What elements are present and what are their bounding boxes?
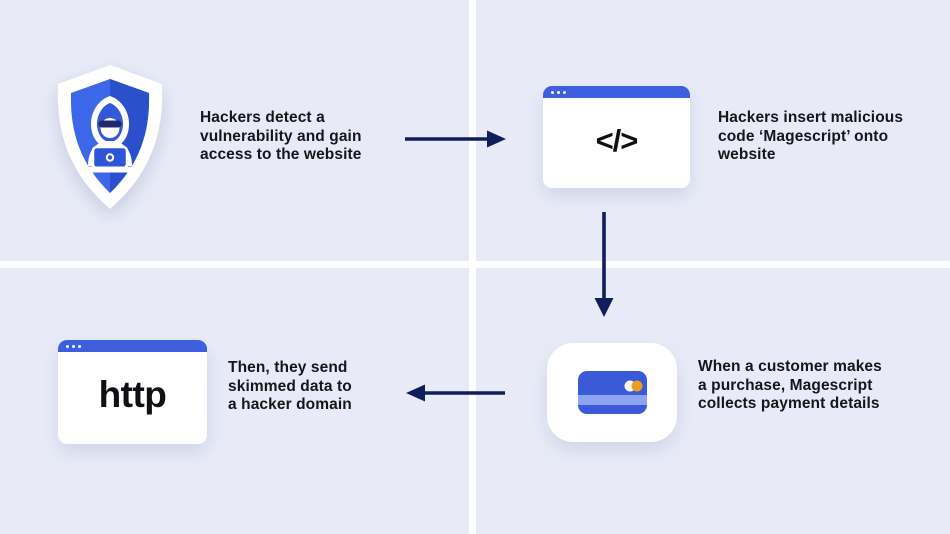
browser-body: http xyxy=(58,352,207,444)
http-browser-icon: http xyxy=(58,340,207,444)
credit-card-icon xyxy=(547,343,677,442)
arrow-down-icon xyxy=(592,210,616,323)
arrow-left-icon xyxy=(403,382,507,409)
code-glyph: </> xyxy=(595,123,639,158)
step-4-text: Then, they send skimmed data to a hacker… xyxy=(228,359,352,413)
step-3-text: When a customer makes a purchase, Magesc… xyxy=(698,358,882,412)
browser-dot xyxy=(557,90,560,94)
browser-dot xyxy=(72,344,75,348)
step-2-text: Hackers insert malicious code ‘Magescrip… xyxy=(718,109,904,163)
browser-titlebar xyxy=(543,86,690,98)
browser-dot xyxy=(66,344,69,348)
browser-body: </> xyxy=(543,98,690,188)
step-1-text: Hackers detect a vulnerability and gain … xyxy=(200,109,362,163)
http-glyph: http xyxy=(98,374,167,415)
hacker-shield-icon xyxy=(48,62,172,212)
arrow-right-icon xyxy=(403,128,507,155)
browser-dot xyxy=(563,90,566,94)
browser-dot xyxy=(78,344,81,348)
browser-dot xyxy=(551,90,554,94)
browser-titlebar xyxy=(58,340,207,352)
horizontal-divider xyxy=(0,261,950,268)
code-browser-icon: </> xyxy=(543,86,690,188)
